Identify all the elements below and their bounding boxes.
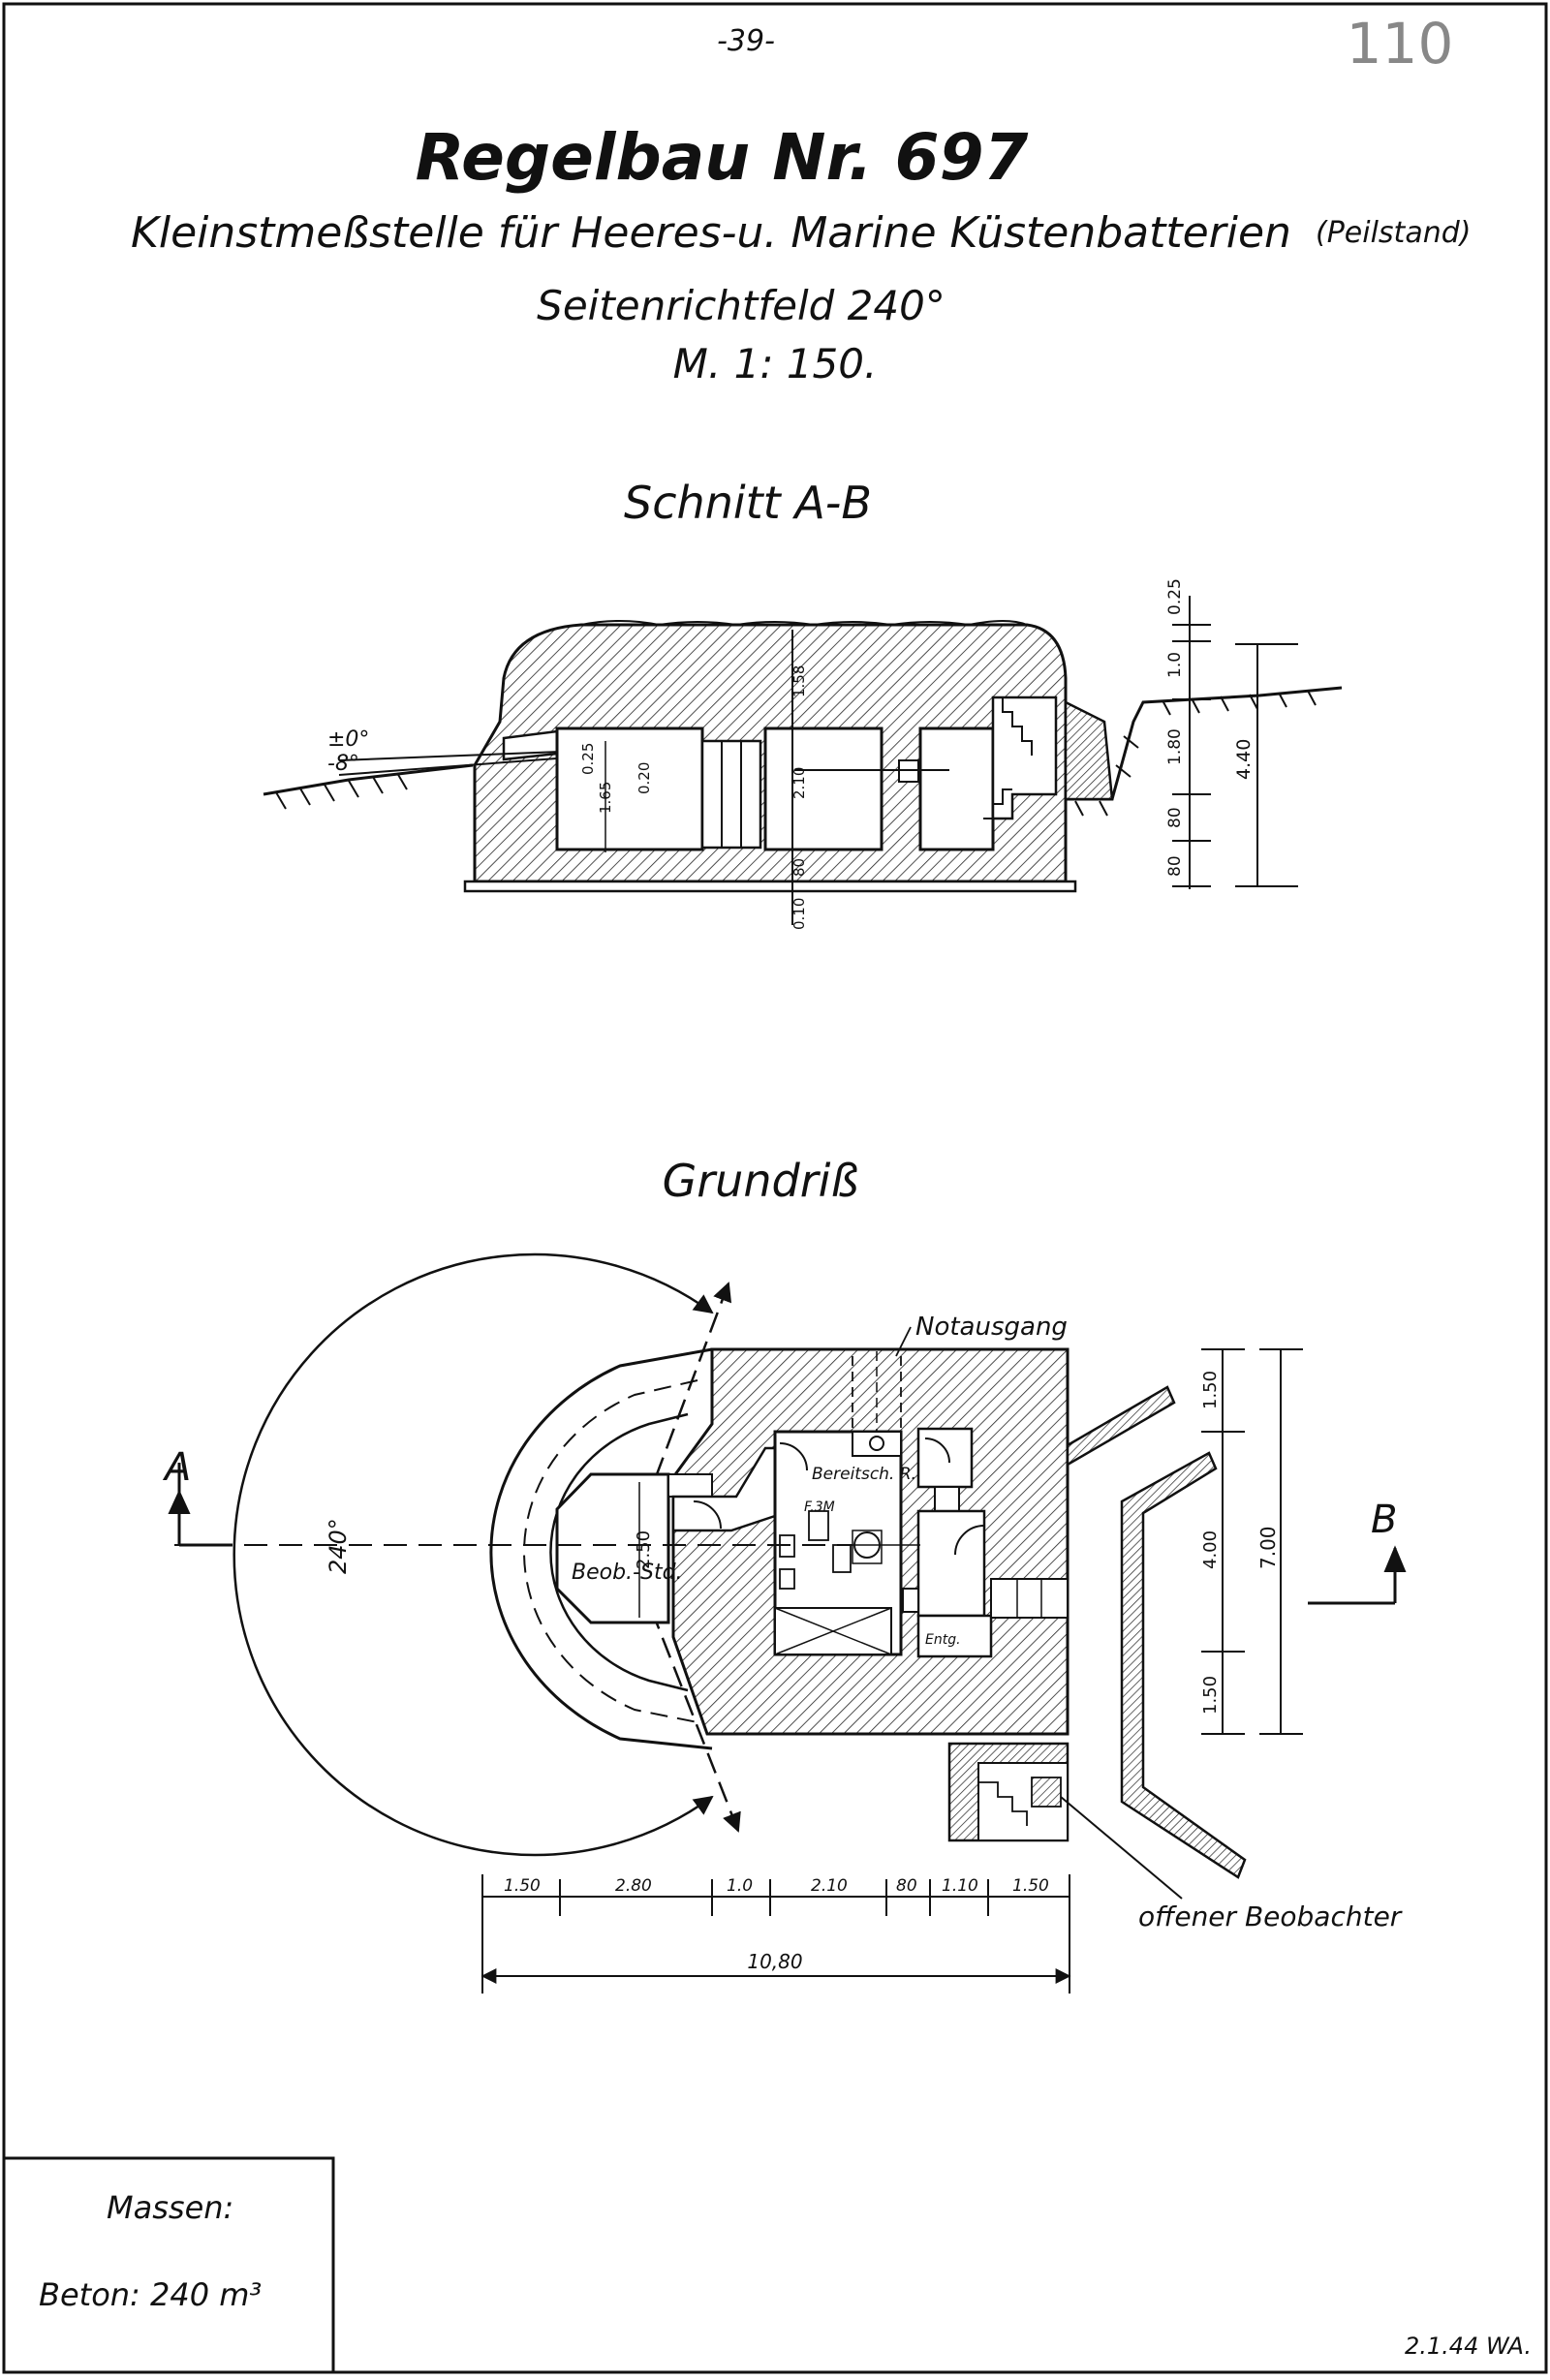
dim-bottom-10: 1.0 [727,1876,753,1896]
ground-hatching [275,690,1317,817]
emergency-exit-label: Notausgang [915,1313,1068,1342]
dim-inner-025: 0.25 [579,743,597,775]
page-number: -39- [717,24,775,58]
dim-right-180: 1.80 [1165,728,1185,765]
dim-bottom-150a: 1.50 [504,1876,541,1896]
passage-chamber [700,739,762,850]
rear-trench-upper [1066,1385,1176,1468]
rear-trench-lower [1120,1451,1247,1879]
dim-bottom-total: 10,80 [747,1950,802,1973]
standby-room-label: Bereitsch. R. [812,1465,916,1484]
plan-dimension-chain-right [1201,1348,1303,1735]
traverse-arc [232,1252,714,1857]
apron-outer [489,1347,713,1750]
section-drawing: ±0° -8° 0.25 1.65 0.20 1.58 2.10 80 0.10… [263,578,1343,930]
drawing-scale: M. 1: 150. [673,340,878,387]
foundation-slab [463,880,1077,893]
quantities-heading: Massen: [107,2189,233,2226]
angle-bottom-label: -8° [327,752,359,776]
drawing-subtitle: Kleinstmeßstelle für Heeres-u. Marine Kü… [131,208,1291,258]
dim-inner-80: 80 [790,858,808,877]
archive-stamp-number: 110 [1347,11,1454,77]
dim-bottom-110: 1.10 [942,1876,978,1896]
plan-drawing: A B 240° Notausgang Beob.-Std. 2.50 Bere… [162,1252,1407,1994]
observer-chamber [555,726,704,851]
dim-bottom-150b: 1.50 [1012,1876,1049,1896]
drawing-title: Regelbau Nr. 697 [416,120,1029,195]
dim-inner-020: 0.20 [636,762,653,794]
section-heading: Schnitt A-B [624,477,872,529]
section-dimension-chain [1172,596,1298,889]
drawing-subtitle-note: (Peilstand) [1316,216,1471,250]
dim-plan-700: 7.00 [1256,1526,1280,1569]
field-of-fire: Seitenrichtfeld 240° [537,282,946,329]
dim-right-10: 1.0 [1165,652,1185,678]
section-marker-b: B [1371,1498,1397,1542]
dim-right-80b: 80 [1165,855,1185,877]
dim-plan-150b: 1.50 [1200,1676,1221,1715]
dim-bottom-210: 2.10 [811,1876,848,1896]
dim-inner-165: 1.65 [597,782,614,814]
traverse-angle-label: 240° [325,1518,352,1574]
dim-plan-400: 4.00 [1200,1530,1221,1569]
dim-plan-150a: 1.50 [1200,1371,1221,1409]
vent-room-label: Entg. [925,1632,961,1648]
ground-line-left [263,763,474,796]
dim-bottom-280: 2.80 [615,1876,652,1896]
observer-room [555,1472,670,1624]
standby-room [763,726,884,851]
dim-right-440: 4.40 [1233,739,1255,780]
dim-inner-158: 1.58 [790,665,808,697]
dim-inner-210: 2.10 [790,767,808,799]
dim-bottom-80: 80 [896,1876,917,1896]
vent-chamber [918,726,995,851]
observer-room-label: Beob.-Std. [572,1561,683,1585]
open-observer-label: offener Beobachter [1138,1901,1403,1932]
observer-room-dim: 2.50 [634,1530,654,1569]
quantities-concrete: Beton: 240 m³ [39,2276,262,2313]
angle-top-label: ±0° [327,727,369,752]
section-marker-a: A [162,1445,191,1490]
dim-right-80a: 80 [1165,807,1185,828]
standby-room-sublabel: F.3M [804,1499,835,1515]
footer-date: 2.1.44 WA. [1405,2333,1532,2360]
dim-right-025: 0.25 [1165,578,1185,615]
plan-dimension-chain-bottom [480,1874,1071,1994]
plan-heading: Grundriß [663,1155,859,1207]
quantities-box: Massen: Beton: 240 m³ [2,2156,335,2374]
dim-inner-010: 0.10 [790,898,808,930]
